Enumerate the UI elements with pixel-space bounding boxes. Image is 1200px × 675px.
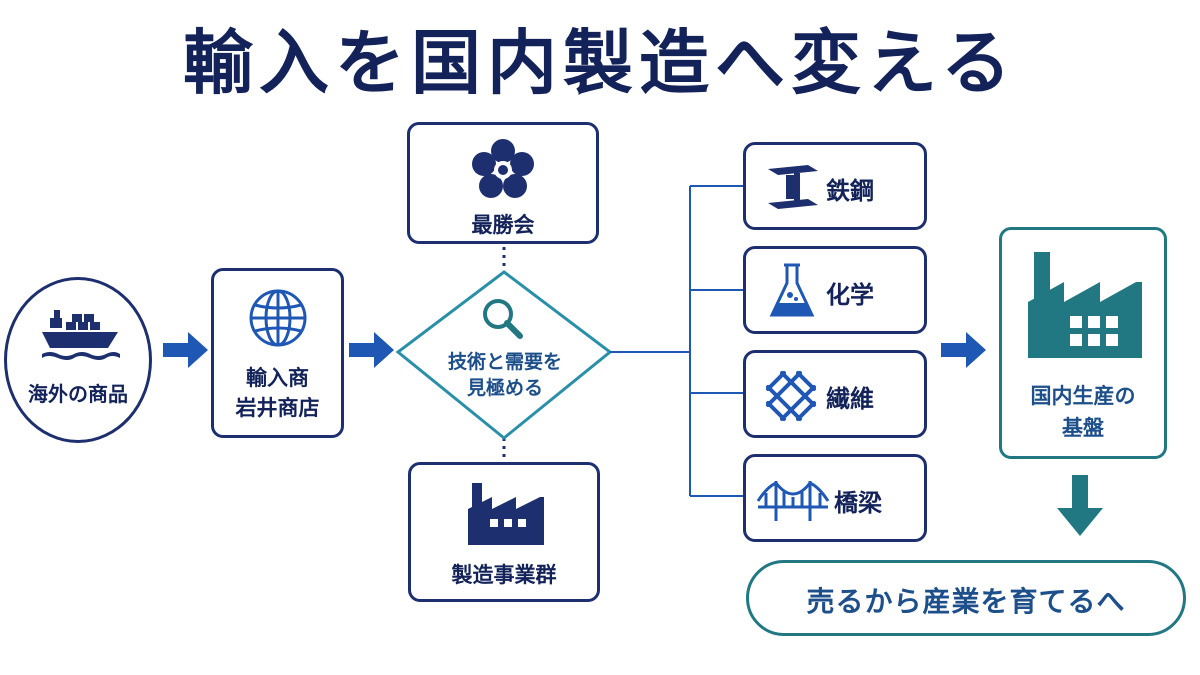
industry-textile: 繊維 <box>743 350 927 438</box>
chemical-label: 化学 <box>826 281 874 309</box>
importer-node: 輸入商 岩井商店 <box>211 268 344 438</box>
bridge-label: 橋梁 <box>834 489 882 517</box>
importer-label-line1: 輸入商 <box>246 366 309 390</box>
arrow-shaft <box>163 343 189 357</box>
textile-label: 繊維 <box>826 385 874 413</box>
steel-label: 鉄鋼 <box>826 177 874 205</box>
arrow-shaft <box>349 343 375 357</box>
i-beam-icon <box>768 165 818 209</box>
suspension-bridge-icon <box>756 481 830 521</box>
decision-diamond <box>395 270 613 440</box>
overseas-goods-node: 海外の商品 <box>4 277 152 443</box>
magnifier-icon <box>483 299 523 339</box>
industry-bridge: 橋梁 <box>743 454 927 542</box>
overseas-goods-label: 海外の商品 <box>28 382 128 406</box>
arrow-shaft <box>941 343 967 357</box>
outcome-label: 売るから産業を育てるへ <box>806 585 1126 618</box>
factory-icon <box>1028 252 1142 358</box>
judgement-label: 技術と需要を 見極める <box>400 349 610 401</box>
judgement-label-line2: 見極める <box>466 377 543 399</box>
flower-crest-icon <box>472 139 534 198</box>
down-arrow-head <box>1057 508 1103 536</box>
industry-chemical: 化学 <box>743 246 927 334</box>
woven-fabric-icon <box>766 371 816 421</box>
domestic-label-line1: 国内生産の <box>1030 384 1136 408</box>
arrow-head <box>966 332 986 368</box>
saishokai-label: 最勝会 <box>471 213 535 237</box>
cargo-ship-icon <box>42 310 120 360</box>
saishokai-node: 最勝会 <box>407 122 599 244</box>
down-arrow-shaft <box>1072 475 1088 509</box>
manufacturers-node: 製造事業群 <box>408 462 600 602</box>
domestic-production-node: 国内生産の 基盤 <box>999 227 1167 459</box>
manufacturers-label: 製造事業群 <box>451 563 557 587</box>
page-title: 輸入を国内製造へ変える <box>183 22 1017 104</box>
arrow-head <box>374 332 394 368</box>
outcome-node: 売るから産業を育てるへ <box>746 560 1186 636</box>
flask-icon <box>769 263 815 317</box>
arrow-head <box>188 332 208 368</box>
domestic-label-line2: 基盤 <box>1062 416 1104 440</box>
importer-label-line2: 岩井商店 <box>235 396 320 420</box>
factory-icon <box>468 483 544 545</box>
industry-steel: 鉄鋼 <box>743 142 927 230</box>
globe-icon <box>249 289 307 347</box>
judgement-label-line1: 技術と需要を <box>447 351 562 373</box>
